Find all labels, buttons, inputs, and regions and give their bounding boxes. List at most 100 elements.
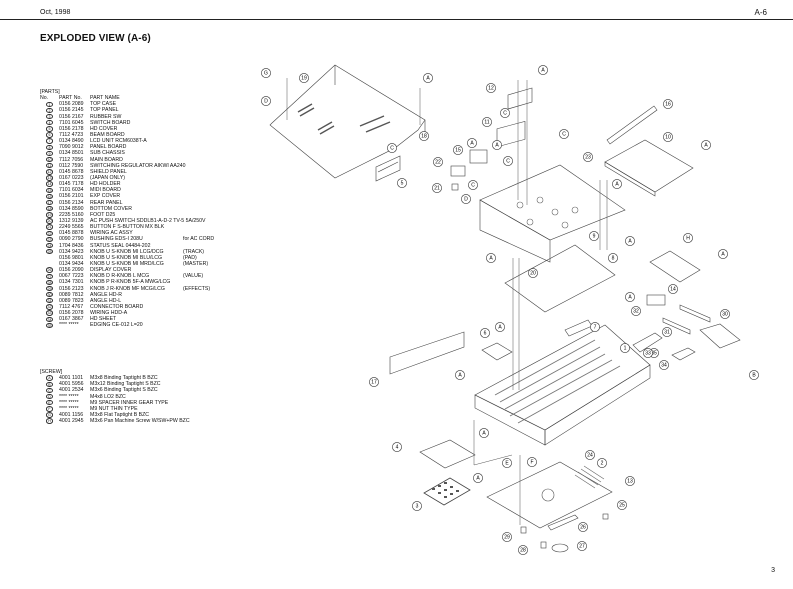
callout-text: G — [264, 70, 268, 76]
callout-text: 4 — [396, 444, 399, 450]
part-number-badge: 22 — [46, 230, 53, 236]
page-number: 3 — [771, 567, 775, 574]
part-number-badge: 17 — [46, 199, 53, 206]
part-code: 0156 2078 — [59, 310, 84, 317]
callout-a: A — [492, 140, 502, 150]
callout-text: C — [506, 158, 510, 164]
part-name: PANEL BOARD — [90, 144, 127, 151]
callout-13: 13 — [625, 476, 635, 486]
part-number-badge: 10 — [46, 156, 53, 163]
callout-text: 7 — [594, 324, 597, 330]
part-name: SWITCH BOARD — [90, 119, 131, 126]
part-code: 7101 6045 — [59, 119, 84, 126]
callout-text: 9 — [593, 233, 596, 239]
callout-22: 22 — [433, 157, 443, 167]
callout-text: 6 — [484, 330, 487, 336]
part-number-badge: 30 — [46, 291, 53, 298]
part-code: 0089 7823 — [59, 297, 84, 304]
callout-text: A — [426, 75, 430, 81]
part-number-badge: 32 — [46, 304, 53, 310]
callout-text: 28 — [520, 547, 526, 553]
part-code: 2235 5160 — [59, 211, 84, 218]
part-name: HD COVER — [90, 125, 118, 132]
angle-hd-l-drawing — [662, 317, 691, 335]
button-drawing — [451, 183, 459, 191]
part-name: MIDI BOARD — [90, 187, 121, 194]
screw-code: 4001 2945 — [59, 418, 84, 425]
part-number-badge: 16 — [46, 193, 53, 200]
display-cover-drawing — [547, 514, 579, 531]
callout-a: A — [701, 140, 711, 150]
callout-text: B — [752, 372, 756, 378]
callout-16: 16 — [663, 99, 673, 109]
callout-21: 21 — [432, 183, 442, 193]
callout-17: 17 — [369, 377, 379, 387]
callout-33: 33 — [643, 348, 653, 358]
part-name: HD HOLDER — [90, 181, 121, 188]
callout-text: A — [721, 251, 725, 257]
column-header-part-name: PART NAME — [90, 95, 120, 102]
vent-slots — [297, 103, 391, 135]
part-code: 2249 5565 — [59, 224, 84, 231]
callout-c: C — [503, 156, 513, 166]
hard-drive-drawing — [699, 323, 741, 349]
callout-a: A — [455, 370, 465, 380]
part-name: SHIELD PANEL — [90, 168, 127, 175]
callout-text: C — [390, 145, 394, 151]
callout-text: 15 — [455, 147, 461, 153]
callout-text: 5 — [401, 180, 404, 186]
part-code: 0156 2145 — [59, 107, 84, 114]
callout-27: 27 — [577, 541, 587, 551]
callout-e: E — [502, 458, 512, 468]
part-code: 7101 6034 — [59, 187, 84, 194]
callout-d: D — [261, 96, 271, 106]
screw-letter-badge: E — [46, 400, 53, 406]
callout-text: A — [498, 324, 502, 330]
screw-letter-badge: G — [46, 412, 53, 418]
callout-text: A — [458, 372, 462, 378]
callout-text: A — [615, 181, 619, 187]
part-name: BUTTON F S-BUTTON MX BLK — [90, 224, 165, 231]
part-number-badge: 11 — [46, 163, 53, 169]
callout-text: E — [505, 460, 509, 466]
part-code: 0134 8501 — [59, 150, 84, 157]
callout-23: 23 — [583, 152, 593, 162]
callout-text: 31 — [664, 329, 670, 335]
part-name: LCD UNIT RCM6038T-A — [90, 138, 147, 145]
part-name: KNOB J R-KNOB MF MCG/LCG — [90, 285, 165, 292]
part-name: RUBBER SW — [90, 113, 122, 120]
callout-text: A — [541, 67, 545, 73]
screw-name: M3x8 Binding Taptight B BZC — [90, 375, 158, 382]
callout-c: C — [559, 129, 569, 139]
callout-1: 1 — [620, 343, 630, 353]
part-code: 7112 7056 — [59, 156, 84, 163]
callout-text: A — [489, 255, 493, 261]
part-code: 0156 2090 — [59, 267, 84, 274]
callout-26: 26 — [578, 522, 588, 532]
column-header-part-no: PART No. — [59, 95, 82, 102]
callout-text: 24 — [587, 452, 593, 458]
part-code: 0167 3867 — [59, 316, 84, 323]
part-number-badge: 7 — [46, 138, 53, 144]
part-code: 0156 2123 — [59, 285, 84, 292]
screw-letter-badge: C — [46, 387, 53, 394]
part-name: CONNECTOR BOARD — [90, 303, 144, 310]
callout-12: 12 — [486, 83, 496, 93]
screw-section-label: [SCREW] — [40, 369, 63, 375]
hd-cover-drawing — [375, 155, 401, 182]
